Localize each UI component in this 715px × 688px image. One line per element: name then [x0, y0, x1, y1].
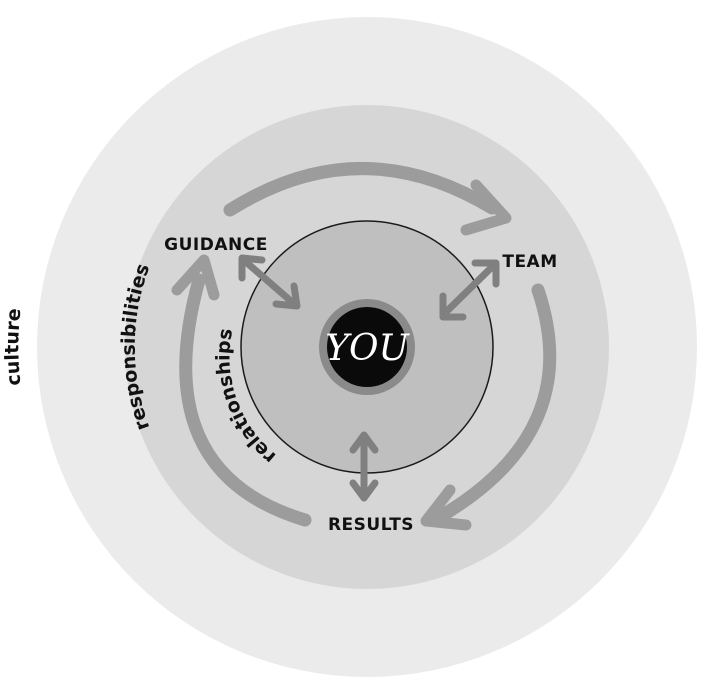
label-you: YOU [325, 328, 410, 369]
arrow-team-you [442, 262, 497, 316]
arrowhead-you-team-end [439, 292, 467, 321]
arrow-guidance-you [242, 258, 296, 306]
label-results: RESULTS [328, 515, 414, 535]
center-circle [327, 307, 407, 387]
arrowhead-results-bottom [349, 479, 379, 502]
arrowhead-guidance [171, 254, 220, 301]
arrowhead-team-end [471, 259, 500, 288]
arrowhead-you-guidance-end [272, 282, 301, 310]
cycle-arrowheads [171, 179, 512, 531]
arrowhead-results-top [349, 431, 379, 454]
label-team: TEAM [502, 252, 557, 272]
center-arrows [238, 254, 500, 502]
arrowhead-results [420, 484, 472, 531]
arrow-guidance-to-team [223, 162, 499, 217]
arrowhead-team [460, 179, 512, 236]
label-culture: culture [1, 307, 25, 386]
arrow-results-to-guidance [179, 273, 312, 527]
cycle-arrows [179, 162, 557, 527]
arrow-team-to-results [431, 283, 557, 525]
label-guidance: GUIDANCE [164, 235, 268, 255]
arrowhead-guidance-end [238, 254, 266, 282]
